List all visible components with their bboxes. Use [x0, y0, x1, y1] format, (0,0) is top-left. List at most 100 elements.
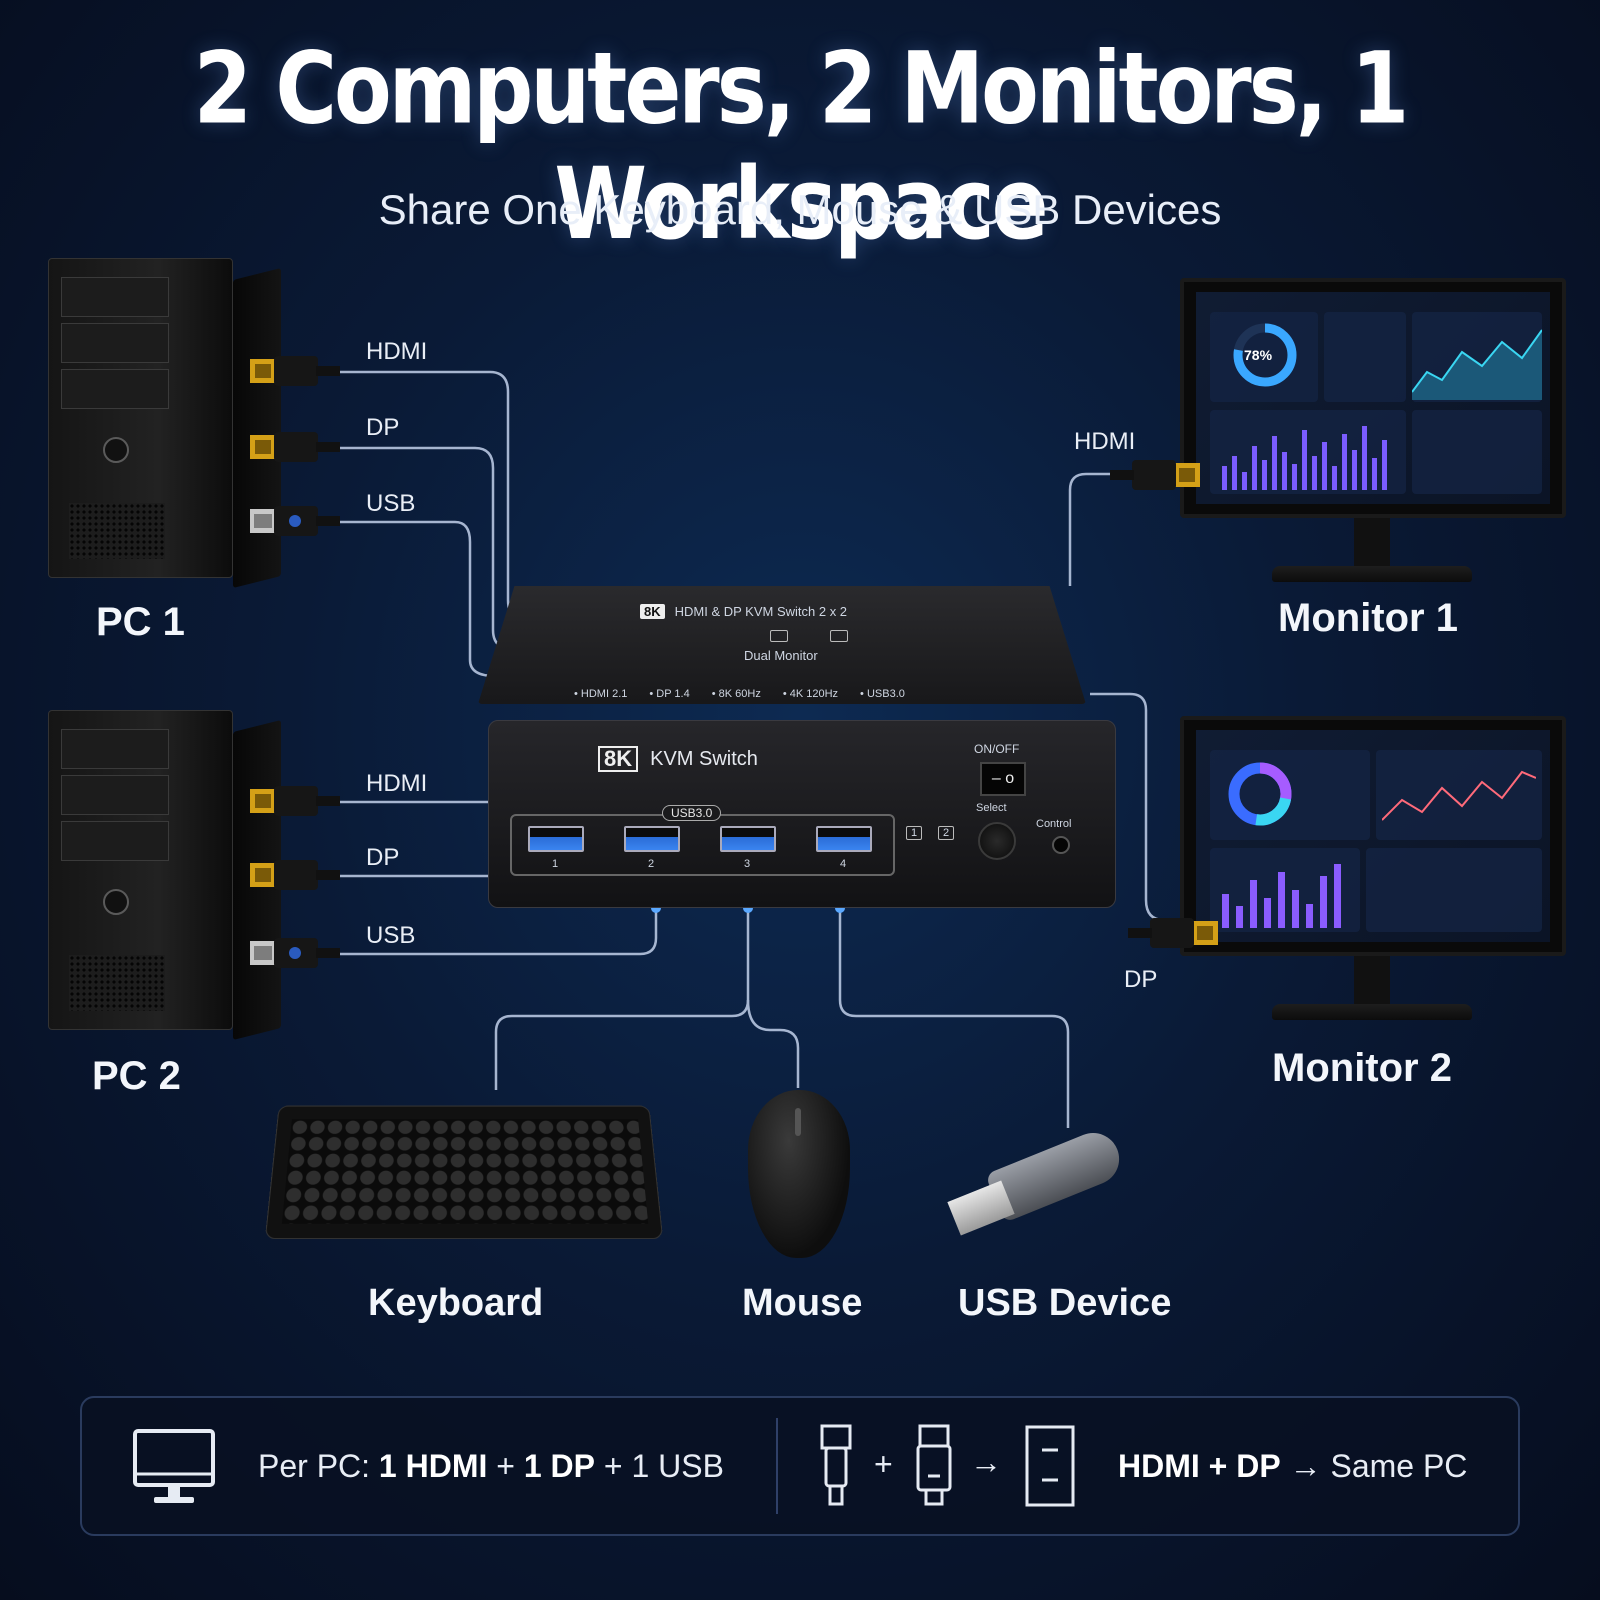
arrow-glyph: →: [970, 1444, 1002, 1480]
dp-plug-icon: [1128, 918, 1218, 948]
area-chart-graphic: [1412, 329, 1542, 400]
same-pc-rest: → Same PC: [1289, 1448, 1468, 1484]
monitor-2-port-label: DP: [1124, 966, 1158, 993]
usb-plug-icon: [250, 506, 340, 536]
requirements-bar: [80, 1396, 1520, 1536]
monitor-1-stand: [1354, 518, 1390, 574]
monitor-1-icon: [770, 630, 788, 642]
kvm-front-title: 8K KVM Switch: [598, 746, 758, 772]
cable-mouse: [746, 999, 800, 1088]
cable-pc1-dp: [340, 446, 511, 650]
kvm-spec-hdmi: • HDMI 2.1: [574, 688, 628, 700]
monitor-1-port-label: HDMI: [1074, 428, 1136, 455]
kvm-dual-monitor: Dual Monitor: [744, 648, 818, 663]
cable-usb-device: [838, 910, 1070, 1128]
kvm-top-title: 8K HDMI & DP KVM Switch 2 x 2: [640, 604, 847, 619]
per-pc-usb: + 1 USB: [603, 1448, 724, 1484]
hdmi-plug-icon: [1110, 460, 1200, 490]
pc2-label: PC 2: [92, 1054, 181, 1098]
hdmi-plug-icon: [250, 786, 340, 816]
power-button-icon: [103, 889, 129, 915]
plus-glyph: +: [874, 1446, 893, 1482]
usb-port-4[interactable]: [816, 826, 872, 852]
monitor-1: 78%: [1180, 278, 1566, 518]
cable-monitor1-hdmi: [1068, 472, 1120, 586]
same-pc-hdmi: HDMI: [1118, 1448, 1200, 1484]
cable-pc1-usb: [340, 520, 496, 678]
control-jack[interactable]: [1052, 836, 1070, 854]
pc1-usb-label: USB: [366, 490, 416, 517]
cable-keyboard: [494, 910, 750, 1090]
select-label: Select: [976, 802, 1007, 814]
mouse-wheel-icon: [795, 1108, 801, 1136]
usb-plug-icon: [250, 938, 340, 968]
kvm-top-name: HDMI & DP KVM Switch 2 x 2: [674, 604, 848, 619]
pc2-usb-label: USB: [366, 922, 416, 949]
pc1-hdmi-label: HDMI: [366, 338, 428, 365]
usb-port-4-number: 4: [840, 858, 847, 870]
bar-divider: [776, 1418, 778, 1514]
usb-panel-label: USB3.0: [662, 805, 722, 821]
per-pc-hdmi: 1 HDMI: [378, 1448, 488, 1484]
pc2-hdmi-label: HDMI: [366, 770, 428, 797]
same-pc-note: HDMI + DP → Same PC: [1118, 1448, 1467, 1485]
led-1-indicator: 1: [906, 826, 922, 840]
select-button[interactable]: [978, 822, 1016, 860]
monitor-1-label: Monitor 1: [1278, 596, 1458, 640]
onoff-label: ON/OFF: [974, 742, 1020, 756]
dp-connector-icon: [916, 1424, 952, 1506]
dp-plug-icon: [250, 432, 340, 462]
monitor-2-icon: [830, 630, 848, 642]
power-button-icon: [103, 437, 129, 463]
page-title: 2 Computers, 2 Monitors, 1 Workspace: [193, 30, 1410, 262]
kvm-front-badge: 8K: [598, 746, 639, 772]
bar-chart-graphic: [1222, 426, 1387, 490]
gauge-ring-icon: [1233, 323, 1297, 387]
usb-port-1[interactable]: [528, 826, 584, 852]
mouse-label: Mouse: [742, 1282, 863, 1324]
kvm-spec-dp: • DP 1.4: [649, 688, 690, 700]
pc1-label: PC 1: [96, 600, 185, 644]
monitor-2-label: Monitor 2: [1272, 1046, 1452, 1090]
usb-port-3-number: 3: [744, 858, 751, 870]
control-label: Control: [1036, 818, 1072, 830]
usb-device-label: USB Device: [958, 1282, 1172, 1324]
per-pc-plus: +: [496, 1448, 515, 1484]
usb-port-3[interactable]: [720, 826, 776, 852]
pc1-dp-label: DP: [366, 414, 400, 441]
kvm-spec-usb: • USB3.0: [860, 688, 905, 700]
usb-port-2[interactable]: [624, 826, 680, 852]
pc-tower-outline-icon: [1025, 1425, 1075, 1507]
monitor-2-base: [1272, 1004, 1472, 1020]
usb-port-1-number: 1: [552, 858, 559, 870]
kvm-spec-4k: • 4K 120Hz: [782, 688, 839, 700]
kvm-spec-list: • HDMI 2.1 • DP 1.4 • 8K 60Hz • 4K 120Hz…: [574, 688, 905, 700]
led-2-indicator: 2: [938, 826, 954, 840]
hdmi-connector-icon: [820, 1424, 852, 1506]
monitor-outline-icon: [133, 1429, 215, 1503]
gauge-value: 78%: [1244, 347, 1273, 363]
per-pc-requirements: Per PC: 1 HDMI + 1 DP + 1 USB: [258, 1448, 724, 1485]
donut-chart-graphic: [1228, 762, 1292, 826]
per-pc-dp: 1 DP: [523, 1448, 595, 1484]
line-chart-graphic: [1382, 770, 1536, 821]
monitor-1-screen: 78%: [1196, 292, 1550, 504]
monitor-2-screen: [1196, 730, 1550, 942]
dp-plug-icon: [250, 860, 340, 890]
bar-chart-graphic: [1222, 864, 1341, 928]
same-pc-plus: +: [1208, 1448, 1228, 1484]
usb-port-2-number: 2: [648, 858, 655, 870]
keyboard-label: Keyboard: [368, 1282, 544, 1324]
cable-pc2-usb: [340, 910, 658, 956]
keyboard-device: [264, 1105, 664, 1240]
hdmi-plug-icon: [250, 356, 340, 386]
kvm-front-name: KVM Switch: [650, 747, 758, 770]
monitor-2: [1180, 716, 1566, 956]
kvm-switch-top: [478, 586, 1086, 704]
pc2-dp-label: DP: [366, 844, 400, 871]
monitor-2-stand: [1354, 956, 1390, 1012]
kvm-top-badge: 8K: [640, 604, 665, 619]
power-switch[interactable]: – o: [980, 762, 1026, 796]
cable-monitor2-dp: [1090, 692, 1165, 922]
kvm-spec-8k: • 8K 60Hz: [711, 688, 761, 700]
